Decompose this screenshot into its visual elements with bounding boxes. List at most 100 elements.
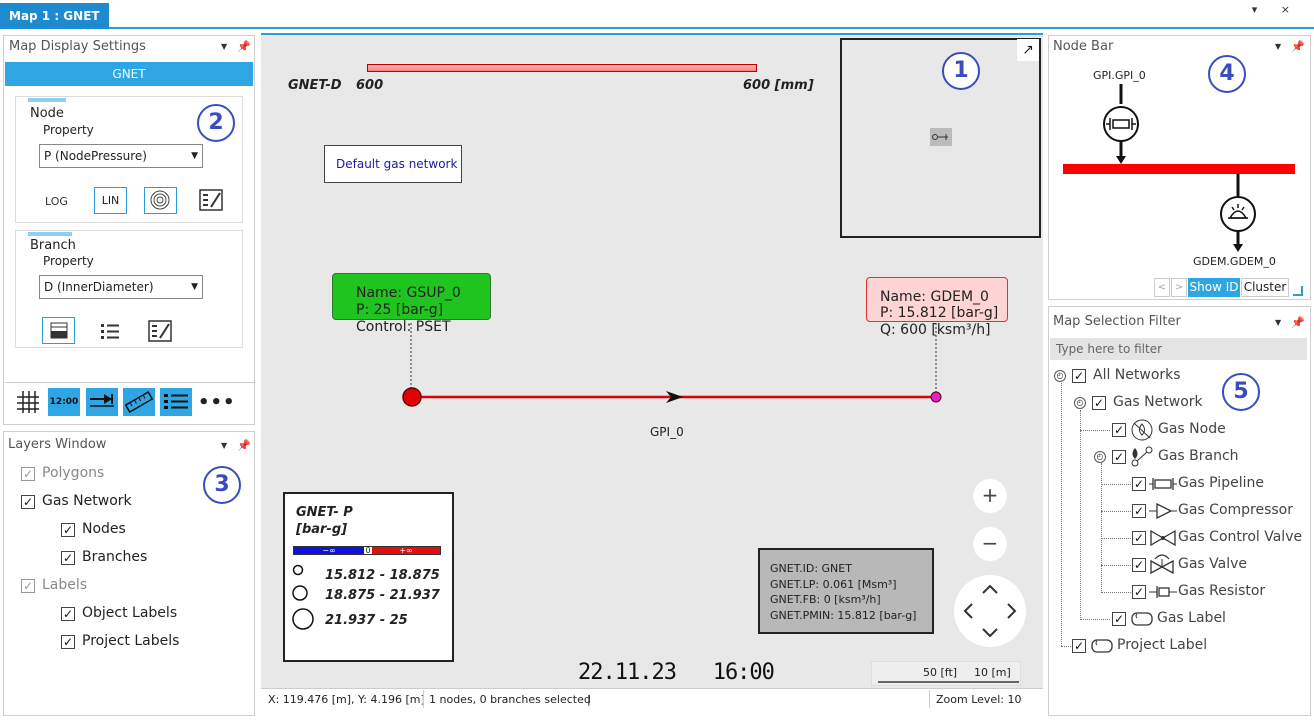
branch-property-value: D (InnerDiameter): [44, 280, 154, 294]
tree-checkbox-gas-label[interactable]: ✓: [1112, 612, 1126, 626]
supply-node[interactable]: [402, 387, 422, 407]
panel-menu-icon[interactable]: ▼: [1275, 318, 1282, 327]
supply-info-box[interactable]: [332, 273, 491, 320]
radius-size-button[interactable]: [144, 187, 177, 214]
show-id-button[interactable]: Show ID: [1188, 278, 1240, 297]
stats-line: GNET.FB: 0 [ksm³/h]: [770, 593, 881, 606]
panel-menu-icon[interactable]: ▼: [1275, 42, 1282, 51]
layer-checkbox-project-labels[interactable]: ✓: [61, 635, 75, 649]
branch-legend-edit-button[interactable]: [148, 320, 173, 346]
timestamp-toggle-button[interactable]: 12:00: [48, 388, 80, 416]
demand-info-box[interactable]: [866, 277, 1008, 322]
log-scale-button[interactable]: LOG: [45, 195, 68, 208]
overview-viewport[interactable]: [930, 128, 952, 146]
filter-input[interactable]: Type here to filter: [1050, 338, 1307, 360]
tree-checkbox-gas-pipeline[interactable]: ✓: [1132, 477, 1146, 491]
pan-control[interactable]: [954, 575, 1026, 647]
tree-checkbox-gas-control-valve[interactable]: ✓: [1132, 531, 1146, 545]
node-legend-edit-button[interactable]: [199, 189, 224, 215]
expand-icon[interactable]: ↗: [1017, 39, 1039, 61]
legend-toggle-button[interactable]: [160, 388, 192, 416]
layer-checkbox-branches[interactable]: ✓: [61, 551, 75, 565]
scale-bar-button[interactable]: [123, 388, 155, 416]
network-label-box[interactable]: Default gas network: [324, 145, 462, 183]
legend-unit: [bar-g]: [296, 522, 348, 537]
node-property-select[interactable]: P (NodePressure)▼: [39, 144, 203, 168]
scale-ft: 50 [ft]: [923, 666, 958, 679]
tree-checkbox-gas-resistor[interactable]: ✓: [1132, 585, 1146, 599]
tree-label-gas-network: Gas Network: [1113, 394, 1203, 410]
node-bar-diagram: [1063, 84, 1295, 252]
panel-menu-icon[interactable]: ▼: [221, 441, 228, 450]
supply-control: Control: PSET: [356, 319, 451, 335]
tree-checkbox-gas-branch[interactable]: ✓: [1112, 450, 1126, 464]
divider: [929, 690, 930, 708]
tree-guide: [1080, 410, 1081, 620]
tree-guide: [1101, 565, 1131, 566]
branch-width-button[interactable]: [42, 317, 75, 344]
branch-settings-group: [15, 230, 243, 348]
demand-node[interactable]: [930, 391, 942, 403]
zoom-out-button[interactable]: −: [973, 527, 1007, 561]
tab-window-controls[interactable]: ▾ ×: [1251, 3, 1300, 16]
scale-line: [878, 681, 1019, 683]
document-tab-bar: [0, 0, 1314, 29]
layer-label-gas-network: Gas Network: [42, 493, 132, 509]
layer-checkbox-gas-network[interactable]: ✓: [21, 495, 35, 509]
pin-icon[interactable]: 📌: [1291, 316, 1305, 329]
collapse-icon[interactable]: ◴: [1054, 370, 1066, 382]
supply-pressure: P: 25 [bar-g]: [356, 302, 444, 318]
tree-label-gas-valve: Gas Valve: [1178, 556, 1248, 572]
prev-button[interactable]: <: [1154, 278, 1170, 297]
ramp-positive: +∞: [372, 547, 440, 555]
tab-map-1[interactable]: Map 1 : GNET: [0, 3, 109, 29]
tree-checkbox-gas-valve[interactable]: ✓: [1132, 558, 1146, 572]
collapse-icon[interactable]: ◴: [1094, 451, 1106, 463]
tree-guide: [1061, 383, 1062, 646]
pin-icon[interactable]: 📌: [237, 439, 251, 452]
tree-guide: [1080, 619, 1110, 620]
layer-label-labels: Labels: [42, 577, 88, 593]
next-button[interactable]: >: [1171, 278, 1187, 297]
more-options-button[interactable]: •••: [198, 392, 236, 413]
tree-checkbox-project-label[interactable]: ✓: [1072, 639, 1086, 653]
tree-checkbox-gas-compressor[interactable]: ✓: [1132, 504, 1146, 518]
pipe-label[interactable]: GPI_0: [650, 425, 684, 439]
tree-label-all-networks: All Networks: [1093, 367, 1181, 383]
marker-3: 3: [203, 466, 241, 504]
tree-label-gas-branch: Gas Branch: [1158, 448, 1239, 464]
layer-checkbox-polygons[interactable]: ✓: [21, 467, 35, 481]
pin-icon[interactable]: 📌: [237, 40, 251, 53]
layer-label-nodes: Nodes: [82, 521, 126, 537]
tree-checkbox-gas-node[interactable]: ✓: [1112, 423, 1126, 437]
legend-edit-icon: [199, 189, 223, 211]
demand-element-icon[interactable]: [1220, 196, 1256, 232]
lin-scale-button[interactable]: LIN: [94, 187, 127, 214]
resize-grip[interactable]: [1293, 286, 1303, 296]
collapse-icon[interactable]: ◴: [1074, 397, 1086, 409]
divider: [423, 690, 424, 708]
branch-list-button[interactable]: [100, 321, 122, 345]
branch-property-select[interactable]: D (InnerDiameter)▼: [39, 275, 203, 299]
upstream-node-label: GPI.GPI_0: [1093, 69, 1146, 82]
status-separator: |: [587, 693, 591, 706]
tree-checkbox-gas-network[interactable]: ✓: [1092, 396, 1106, 410]
supply-name: Name: GSUP_0: [356, 285, 461, 301]
gas-control-valve-icon: [1150, 529, 1176, 547]
layer-label-object-labels: Object Labels: [82, 605, 178, 621]
tree-checkbox-all-networks[interactable]: ✓: [1072, 369, 1086, 383]
map-timestamp: 22.11.23 16:00: [578, 660, 775, 685]
dropdown-arrow-icon: ▼: [191, 151, 198, 161]
zoom-in-button[interactable]: +: [973, 479, 1007, 513]
grid-toggle-button[interactable]: [16, 390, 40, 418]
tree-label-gas-control-valve: Gas Control Valve: [1178, 529, 1303, 545]
cluster-button[interactable]: Cluster: [1241, 278, 1289, 297]
network-tab-gnet[interactable]: GNET: [5, 62, 253, 86]
layer-checkbox-labels[interactable]: ✓: [21, 579, 35, 593]
flow-direction-button[interactable]: [86, 388, 118, 416]
panel-menu-icon[interactable]: ▼: [221, 42, 228, 51]
layer-checkbox-nodes[interactable]: ✓: [61, 523, 75, 537]
layer-checkbox-object-labels[interactable]: ✓: [61, 607, 75, 621]
node-bar[interactable]: [1063, 164, 1295, 174]
pin-icon[interactable]: 📌: [1291, 40, 1305, 53]
